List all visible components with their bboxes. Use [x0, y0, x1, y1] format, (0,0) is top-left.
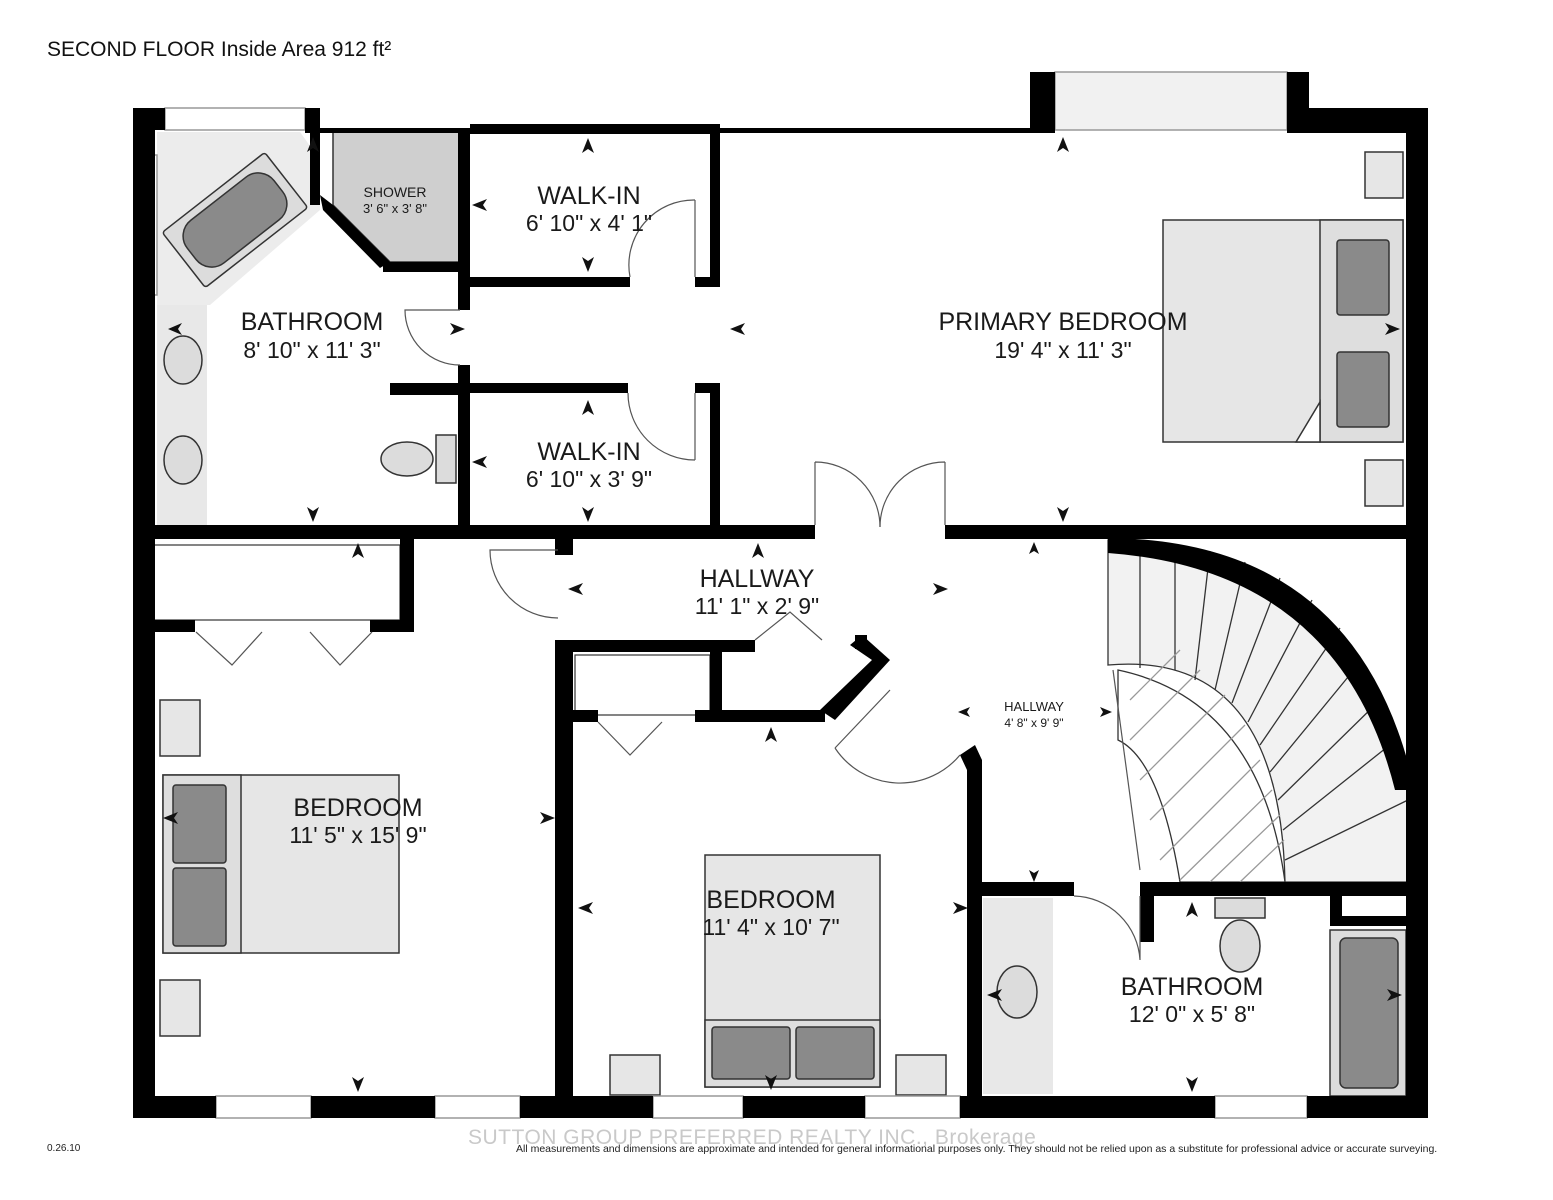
toilet-bowl: [380, 441, 434, 477]
room-dims: 4' 8" x 9' 9": [1004, 716, 1063, 730]
room-name: BEDROOM: [293, 794, 422, 822]
pillow: [172, 867, 227, 947]
sink: [163, 435, 203, 485]
disclaimer-text: All measurements and dimensions are appr…: [516, 1143, 1438, 1155]
room-dims: 11' 5" x 15' 9": [289, 822, 426, 848]
toilet-tank: [435, 434, 457, 484]
nightstand: [159, 979, 201, 1037]
sink: [163, 335, 203, 385]
room-name: BEDROOM: [706, 886, 835, 914]
closet: [574, 654, 711, 716]
room-name: SHOWER: [364, 184, 427, 200]
pillow: [1336, 239, 1390, 316]
room-dims: 11' 4" x 10' 7": [702, 914, 839, 940]
toilet-bowl: [1219, 919, 1261, 973]
room-name: WALK-IN: [537, 438, 640, 466]
room-name: BATHROOM: [1121, 973, 1264, 1001]
room-dims: 19' 4" x 11' 3": [994, 337, 1131, 363]
walls: [133, 72, 1428, 1118]
pillow: [711, 1026, 791, 1080]
room-dims: 11' 1" x 2' 9": [695, 593, 819, 619]
room-dims: 12' 0" x 5' 8": [1129, 1001, 1255, 1027]
version-label: 0.26.10: [47, 1143, 81, 1154]
pillow: [795, 1026, 875, 1080]
fixtures: [149, 131, 1407, 1097]
room-name: BATHROOM: [241, 308, 384, 336]
nightstand: [1364, 459, 1404, 507]
direction-arrows: [163, 137, 1402, 1092]
nightstand: [159, 699, 201, 757]
floor-title: SECOND FLOOR Inside Area 912 ft²: [47, 38, 392, 61]
pillow: [172, 784, 227, 864]
room-name: WALK-IN: [537, 182, 640, 210]
room-dims: 8' 10" x 11' 3": [243, 337, 380, 363]
room-name: HALLWAY: [700, 565, 815, 593]
toilet-tank: [1214, 897, 1266, 919]
brokerage-watermark: SUTTON GROUP PREFERRED REALTY INC., Brok…: [468, 1126, 1037, 1149]
room-dims: 6' 10" x 3' 9": [526, 466, 652, 492]
sink: [996, 965, 1038, 1019]
bathtub: [162, 152, 308, 288]
room-name: PRIMARY BEDROOM: [938, 308, 1187, 336]
room-name: HALLWAY: [1004, 699, 1064, 714]
nightstand: [609, 1054, 661, 1096]
nightstand: [1364, 151, 1404, 199]
doors: [195, 199, 1141, 961]
nightstand: [895, 1054, 947, 1096]
vanity-counter: [157, 300, 207, 525]
room-dims: 3' 6" x 3' 8": [363, 201, 427, 216]
room-dims: 6' 10" x 4' 1": [526, 210, 652, 236]
pillow: [1336, 351, 1390, 428]
room-labels: BATHROOM 8' 10" x 11' 3" SHOWER 3' 6" x …: [241, 182, 1264, 1027]
